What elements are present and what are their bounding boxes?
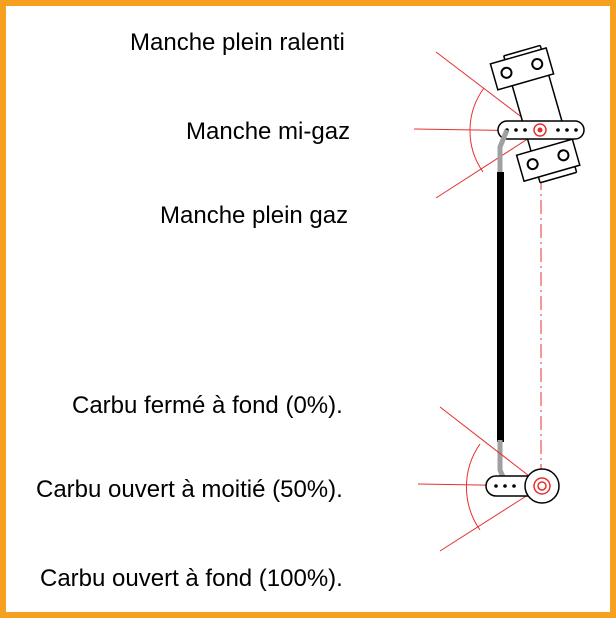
carb-closed-line xyxy=(439,406,543,487)
carb-closed-label: Carbu fermé à fond (0%). xyxy=(72,392,343,419)
carb-arm xyxy=(485,468,560,504)
carb-guide-lines xyxy=(417,406,543,552)
stick-half-label: Manche mi-gaz xyxy=(186,118,351,145)
stick-full-label: Manche plein gaz xyxy=(160,202,349,229)
carb-half-label: Carbu ouvert à moitié (50%). xyxy=(36,476,343,503)
carb-open-line xyxy=(439,485,543,552)
servo-body xyxy=(489,44,581,184)
stick-idle-label: Manche plein ralenti xyxy=(130,29,345,56)
servo-travel-arc xyxy=(469,87,485,173)
servo-full-line xyxy=(435,130,541,199)
carb-travel-arc xyxy=(466,443,481,531)
pushrod xyxy=(497,129,510,488)
servo-arm xyxy=(497,120,585,140)
carb-open-label: Carbu ouvert à fond (100%). xyxy=(40,565,343,592)
